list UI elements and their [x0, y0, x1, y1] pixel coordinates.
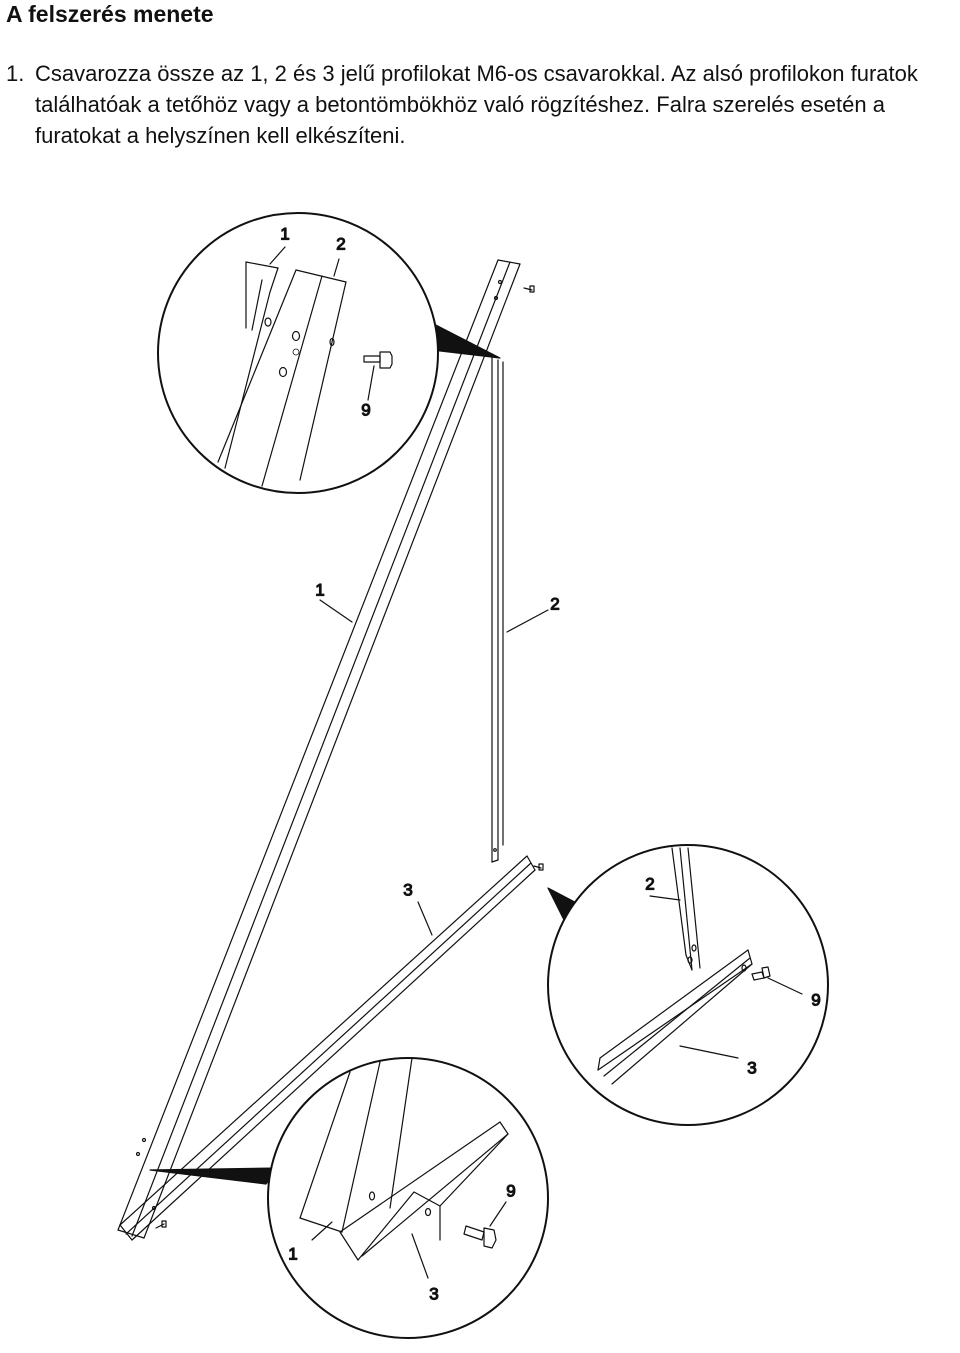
callout-top-9: 9 — [361, 401, 370, 420]
detail-top-pointer — [429, 321, 501, 359]
detail-right — [547, 844, 829, 1126]
detail-bottom — [149, 1057, 549, 1339]
profile-2-support — [491, 355, 504, 863]
page-title: A felszerés menete — [6, 1, 214, 27]
detail-top-screw — [363, 351, 393, 369]
callout-top-2: 2 — [336, 235, 345, 254]
callout-bottom-9: 9 — [506, 1182, 515, 1201]
screw-top — [523, 285, 535, 293]
leader-profile-1 — [319, 599, 353, 623]
screw-middle — [533, 863, 544, 871]
profile-1-rail — [117, 259, 521, 1239]
main-frame — [117, 259, 549, 1241]
detail-bottom-pointer — [149, 1167, 281, 1185]
step-number: 1. — [6, 61, 25, 86]
callout-right-2: 2 — [645, 875, 654, 894]
leader-profile-3 — [417, 901, 433, 936]
callout-right-3: 3 — [747, 1059, 756, 1078]
detail-top — [157, 212, 501, 494]
detail-bottom-screw — [463, 1225, 497, 1249]
callout-main-2: 2 — [550, 595, 559, 614]
step-text: Csavarozza össze az 1, 2 és 3 jelű profi… — [35, 61, 918, 148]
callout-main-1: 1 — [315, 581, 324, 600]
callout-bottom-3: 3 — [429, 1285, 438, 1304]
detail-right-screw — [751, 966, 771, 981]
callout-right-9: 9 — [811, 991, 820, 1010]
callout-main-3: 3 — [403, 881, 412, 900]
screw-bottom — [155, 1220, 167, 1229]
instruction-step: 1. Csavarozza össze az 1, 2 és 3 jelű pr… — [6, 58, 956, 151]
callout-bottom-1: 1 — [288, 1245, 297, 1264]
callout-top-1: 1 — [280, 225, 289, 244]
leader-profile-2 — [506, 609, 549, 633]
callout-labels: 1 2 9 1 2 3 2 9 3 9 1 3 — [280, 224, 822, 1304]
